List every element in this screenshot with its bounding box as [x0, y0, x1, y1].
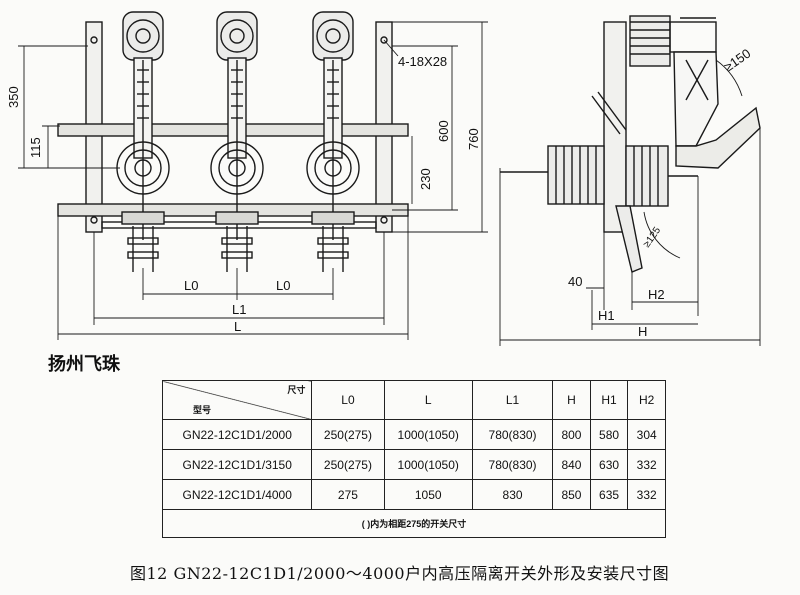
value-cell: 840	[552, 449, 591, 480]
value-cell: 250(275)	[311, 449, 385, 480]
switch-pole-3	[306, 11, 360, 272]
table-row: GN22-12C1D1/3150 250(275) 1000(1050) 780…	[161, 449, 666, 480]
dim-230: 230	[418, 168, 433, 190]
side-view	[499, 15, 761, 346]
value-cell: 304	[627, 419, 666, 450]
value-cell: 800	[552, 419, 591, 450]
dim-l0-left: L0	[184, 278, 198, 293]
dim-l0-right: L0	[276, 278, 290, 293]
table-footnote: ( )内为相距275的开关尺寸	[162, 509, 666, 538]
dim-350: 350	[6, 86, 21, 108]
mounting-hole	[380, 216, 388, 224]
header-corner-cell: 尺寸 型号	[161, 380, 313, 420]
col-header: L1	[471, 380, 554, 420]
front-insulator	[625, 145, 698, 207]
value-cell: 332	[627, 449, 666, 480]
figure-caption: 图12 GN22-12C1D1/2000～4000户内高压隔离开关外形及安装尺寸…	[130, 564, 670, 583]
spec-table: 尺寸 型号 L0 L L1 H H1 H2 GN22-12C1D1/2000 2…	[161, 380, 666, 538]
value-cell: 1000(1050)	[383, 449, 473, 480]
value-cell: 332	[627, 479, 666, 510]
dim-h1: H1	[598, 308, 615, 323]
brand-name: 扬州飞珠	[48, 354, 120, 375]
side-dimension-lines	[499, 59, 761, 346]
value-cell: 780(830)	[471, 449, 554, 480]
dim-angle-150: ≥150	[721, 46, 753, 75]
front-dimension-lines	[18, 21, 488, 340]
model-cell: GN22-12C1D1/3150	[161, 449, 313, 480]
dim-600: 600	[436, 120, 451, 142]
header-model-label: 型号	[193, 405, 212, 415]
col-header: L0	[311, 380, 385, 420]
table-row: GN22-12C1D1/2000 250(275) 1000(1050) 780…	[161, 419, 666, 450]
col-header: H	[552, 380, 591, 420]
value-cell: 780(830)	[471, 419, 554, 450]
header-dimension-label: 尺寸	[287, 385, 306, 395]
value-cell: 850	[552, 479, 591, 510]
model-cell: GN22-12C1D1/2000	[161, 419, 313, 450]
value-cell: 1000(1050)	[383, 419, 473, 450]
footnote-row: ( )内为相距275的开关尺寸	[162, 509, 666, 538]
dim-115: 115	[28, 137, 43, 158]
rear-insulator	[500, 145, 605, 205]
dim-l: L	[234, 319, 241, 334]
value-cell: 250(275)	[311, 419, 385, 450]
mounting-hole	[380, 36, 388, 44]
dim-760: 760	[466, 128, 481, 150]
mounting-hole	[90, 36, 98, 44]
dim-holes: 4-18X28	[398, 54, 447, 69]
mounting-hole	[90, 216, 98, 224]
spec-header-row: 尺寸 型号 L0 L L1 H H1 H2	[161, 380, 666, 420]
top-insulator	[629, 15, 717, 67]
dim-h: H	[638, 324, 647, 339]
dim-40: 40	[568, 274, 582, 289]
switch-pole-1	[116, 11, 170, 272]
lower-linkage	[615, 205, 643, 273]
blade-housing	[673, 51, 761, 169]
operating-arm	[591, 95, 621, 135]
col-header: L	[383, 380, 473, 420]
table-row: GN22-12C1D1/4000 275 1050 830 850 635 33…	[161, 479, 666, 510]
dim-h2: H2	[648, 287, 665, 302]
value-cell: 275	[311, 479, 385, 510]
value-cell: 630	[589, 449, 629, 480]
col-header: H2	[627, 380, 666, 420]
model-cell: GN22-12C1D1/4000	[161, 479, 313, 510]
col-header: H1	[589, 380, 629, 420]
value-cell: 1050	[383, 479, 473, 510]
value-cell: 830	[471, 479, 554, 510]
value-cell: 635	[589, 479, 629, 510]
dim-l1: L1	[232, 302, 246, 317]
value-cell: 580	[589, 419, 629, 450]
switch-pole-2	[210, 11, 264, 272]
dim-angle-125: ≥125	[641, 225, 663, 250]
front-view	[18, 11, 488, 340]
